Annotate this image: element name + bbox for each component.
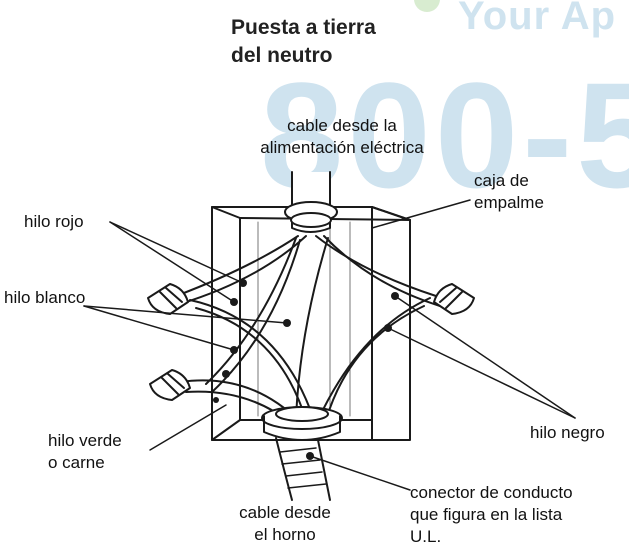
label-oven-cable-line2: el horno [254, 525, 316, 544]
label-supply-cable-line2: alimentación eléctrica [260, 138, 424, 157]
wire-dots [213, 279, 399, 460]
label-green-wire-line2: o carne [48, 453, 105, 472]
label-connector-line2: que figura en la lista [410, 505, 563, 524]
label-connector-line1: conector de conducto [410, 483, 573, 502]
label-supply-cable: cable desde la alimentación eléctrica [232, 115, 452, 159]
title-line-1: Puesta a tierra [231, 16, 376, 39]
label-supply-cable-line1: cable desde la [287, 116, 397, 135]
watermark-top: Your Ap [458, 0, 617, 38]
label-junction-box: caja de empalme [474, 170, 544, 214]
label-oven-cable-line1: cable desde [239, 503, 331, 522]
label-black-wire: hilo negro [530, 423, 605, 442]
label-connector-line3: U.L. [410, 527, 442, 546]
label-green-wire-line1: hilo verde [48, 431, 122, 450]
wire-nut-left-bottom [149, 369, 191, 401]
label-junction-box-line1: caja de [474, 171, 529, 190]
conduit-connector [261, 406, 343, 441]
label-oven-cable: cable desde el horno [210, 502, 360, 546]
label-red-wire: hilo rojo [24, 212, 84, 231]
label-conduit-connector: conector de conducto que figura en la li… [410, 482, 573, 548]
diagram-title: Puesta a tierra del neutro [231, 14, 376, 70]
wire-nut-right [433, 283, 475, 315]
label-green-wire: hilo verde o carne [48, 430, 122, 474]
leader-lines [83, 199, 576, 491]
title-line-2: del neutro [231, 44, 333, 67]
junction-box [211, 206, 411, 441]
watermark-logo [414, 0, 440, 12]
label-white-wire: hilo blanco [4, 288, 86, 307]
label-junction-box-line2: empalme [474, 193, 544, 212]
wire-nut-left-top [147, 283, 189, 315]
supply-cable [284, 171, 338, 233]
oven-cable [275, 437, 331, 501]
